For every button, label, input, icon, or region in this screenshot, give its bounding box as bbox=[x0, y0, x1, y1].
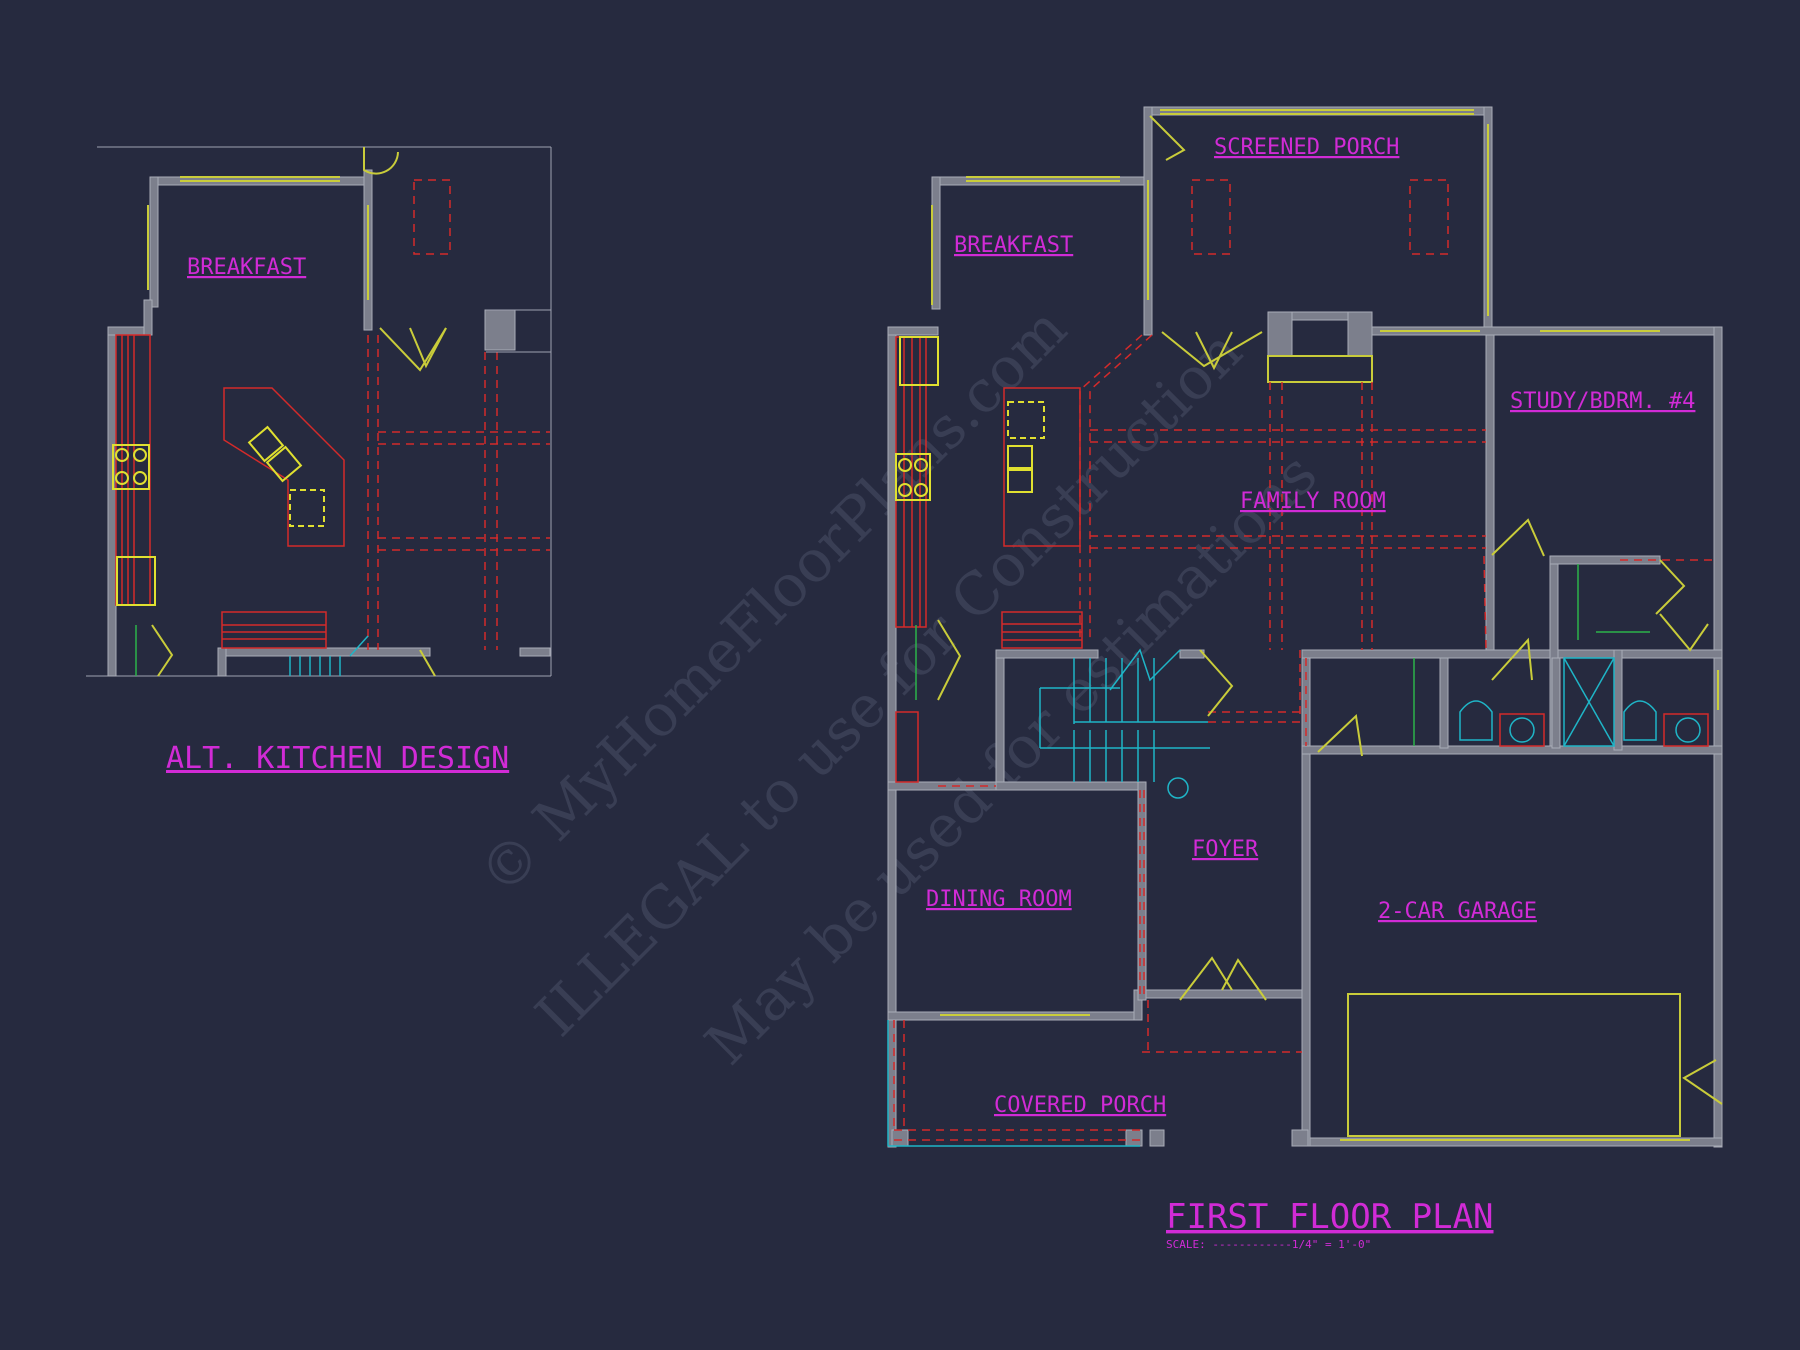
covered-porch-label: COVERED PORCH bbox=[994, 1093, 1166, 1118]
study-label: STUDY/BDRM. #4 bbox=[1510, 389, 1695, 414]
bath-fixtures bbox=[1459, 657, 1709, 747]
alt-breakfast-label: BREAKFAST bbox=[187, 255, 306, 280]
first-floor-title: FIRST FLOOR PLAN bbox=[1166, 1197, 1494, 1237]
scale-note: SCALE: ------------1/4" = 1'-0" bbox=[1166, 1238, 1371, 1251]
screened-porch-label: SCREENED PORCH bbox=[1214, 135, 1399, 160]
garage-label: 2-CAR GARAGE bbox=[1378, 899, 1537, 924]
staircase bbox=[1039, 648, 1210, 799]
foyer-label: FOYER bbox=[1192, 837, 1259, 862]
alt-kitchen-title: ALT. KITCHEN DESIGN bbox=[166, 741, 509, 776]
dining-room-label: DINING ROOM bbox=[926, 887, 1072, 912]
first-floor-plan: SCREENED PORCH BREAKFAST STUDY/BDRM. #4 … bbox=[887, 106, 1723, 1251]
breakfast-label: BREAKFAST bbox=[954, 233, 1073, 258]
alt-kitchen-plan: BREAKFAST ALT. KITCHEN DESIGN bbox=[86, 146, 552, 776]
family-room-label: FAMILY ROOM bbox=[1240, 489, 1386, 514]
